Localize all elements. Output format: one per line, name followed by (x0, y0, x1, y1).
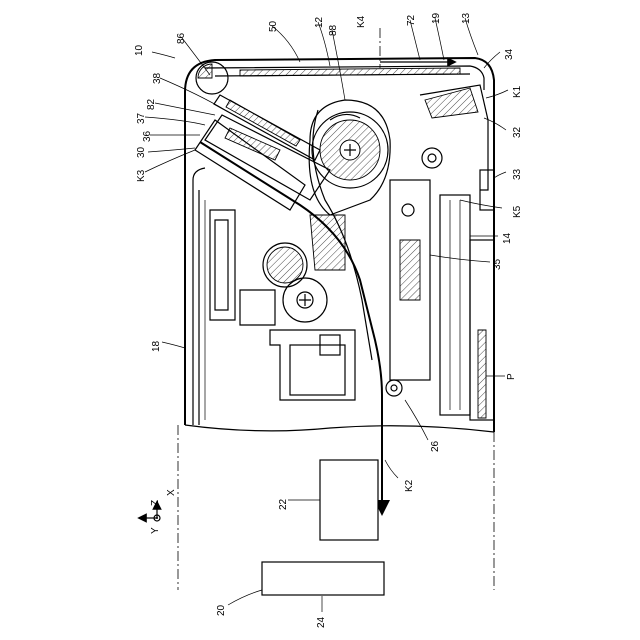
ref-13: 13 (461, 12, 472, 24)
ref-33: 33 (512, 168, 523, 180)
ref-K1: K1 (512, 85, 523, 98)
ref-36: 36 (142, 130, 153, 142)
lower-bracket (270, 330, 355, 400)
ref-26: 26 (430, 440, 441, 452)
axis-y-label: Y (150, 527, 161, 534)
lower-bracket-inner (290, 345, 345, 395)
ref-38: 38 (152, 72, 163, 84)
left-lower-frame (210, 210, 235, 320)
ref-K2: K2 (404, 479, 415, 492)
ref-K5: K5 (512, 205, 523, 218)
output-roller-26 (386, 380, 402, 396)
ref-19: 19 (431, 12, 442, 24)
ref-20: 20 (216, 604, 227, 616)
ref-14: 14 (502, 232, 513, 244)
axis-x-dot (156, 517, 158, 519)
ref-18: 18 (151, 340, 162, 352)
ref-12: 12 (314, 16, 325, 28)
box-22 (320, 460, 378, 540)
ref-82: 82 (146, 98, 157, 110)
ref-50: 50 (268, 20, 279, 32)
cut-line (185, 425, 494, 432)
axis-z-label: Z (150, 500, 161, 506)
middle-frame-gear-hub (428, 154, 436, 162)
ref-32: 32 (512, 126, 523, 138)
ref-24: 24 (316, 616, 327, 628)
ref-37: 37 (136, 112, 147, 124)
box-24 (262, 562, 384, 595)
ref-72: 72 (406, 14, 417, 26)
left-mid-bracket (240, 290, 275, 325)
ref-P: P (506, 373, 517, 380)
lower-roller-cross (299, 294, 311, 306)
right-rail-14 (440, 195, 470, 415)
middle-frame-screw-a (402, 204, 414, 216)
ref-K3: K3 (136, 169, 147, 182)
ref-86: 86 (176, 32, 187, 44)
ref-22: 22 (278, 498, 289, 510)
ref-10: 10 (134, 44, 145, 56)
ref-K4: K4 (356, 15, 367, 28)
left-roller-hatch (267, 247, 303, 283)
ref-35: 35 (492, 258, 503, 270)
corner-roller-86-hatch (198, 64, 212, 78)
ref-88: 88 (328, 24, 339, 36)
sheet-stack-P (478, 330, 486, 418)
ref-34: 34 (504, 48, 515, 60)
left-lower-frame-inner (215, 220, 228, 310)
axis-x-label: X (166, 489, 177, 496)
output-roller-26-hub (391, 385, 397, 391)
middle-frame-hatch (400, 240, 420, 300)
ref-30: 30 (136, 146, 147, 158)
middle-frame-gear (422, 148, 442, 168)
